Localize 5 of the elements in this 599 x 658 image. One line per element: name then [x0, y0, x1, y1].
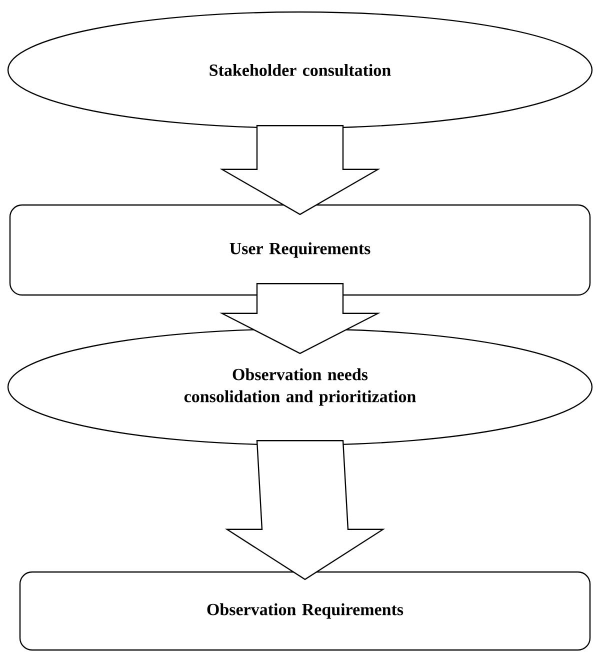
- block-arrow: [220, 283, 380, 354]
- process-box: User Requirements: [9, 204, 591, 296]
- block-arrow: [220, 125, 380, 216]
- process-box: Observation Requirements: [19, 571, 591, 651]
- block-arrow: [224, 440, 386, 580]
